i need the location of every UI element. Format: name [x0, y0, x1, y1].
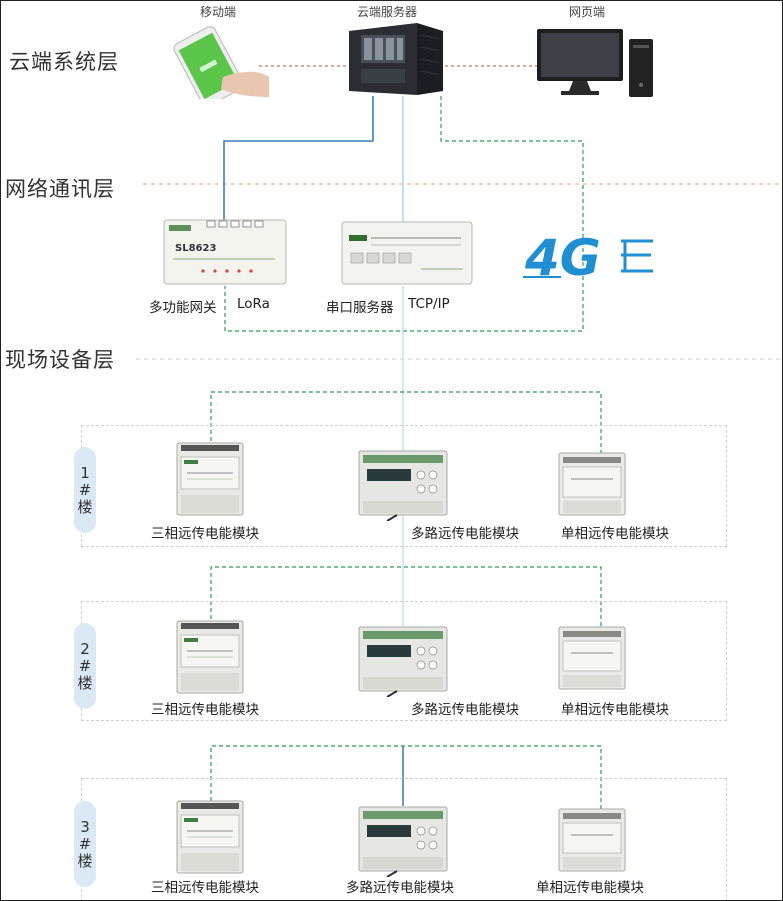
device-label-three-phase: 三相远传电能模块 — [151, 526, 259, 542]
gateway-protocol-label: LoRa — [237, 296, 270, 312]
serial-server-label: 串口服务器 — [326, 300, 394, 316]
web-label: 网页端 — [569, 5, 606, 19]
device-label-multi-circuit: 多路远传电能模块 — [346, 880, 454, 896]
floor-hash: # — [78, 834, 92, 853]
server-icon — [349, 23, 443, 95]
multi-circuit-module-icon — [358, 806, 448, 877]
single-phase-module-icon — [558, 626, 626, 690]
smartphone-icon — [173, 26, 269, 99]
server-label: 云端服务器 — [357, 5, 418, 19]
4g-icon: 4G — [523, 229, 653, 285]
layer-title-cloud: 云端系统层 — [9, 50, 119, 74]
mobile-label: 移动端 — [200, 5, 237, 19]
floor-number: 2 — [80, 639, 90, 658]
floor-number: 1 — [80, 463, 90, 482]
device-label-multi-circuit: 多路远传电能模块 — [411, 526, 519, 542]
server-4g-link — [224, 96, 584, 332]
device-label-single-phase: 单相远传电能模块 — [561, 702, 669, 718]
device-label-three-phase: 三相远传电能模块 — [151, 702, 259, 718]
three-phase-module-icon — [176, 620, 244, 694]
floor-badge-1: 1 # 楼 — [74, 447, 96, 533]
floor-unit: 楼 — [77, 497, 93, 516]
three-phase-module-icon — [176, 800, 244, 874]
floor-hash: # — [78, 480, 92, 499]
server-gateway-link — [223, 96, 374, 223]
three-phase-module-icon — [176, 442, 244, 516]
serial-server-device-icon — [341, 221, 473, 285]
4g-text: 4G — [524, 229, 601, 285]
device-label-multi-circuit: 多路远传电能模块 — [411, 702, 519, 718]
floor1-bus — [210, 391, 602, 453]
floor-unit: 楼 — [77, 851, 93, 870]
floor-number: 3 — [80, 817, 90, 836]
desktop-computer-icon — [537, 29, 653, 97]
floor-badge-2: 2 # 楼 — [74, 623, 96, 709]
floor2-bus — [210, 566, 602, 629]
layer-title-network: 网络通讯层 — [5, 177, 115, 201]
floor-badge-3: 3 # 楼 — [74, 801, 96, 887]
layer-title-field: 现场设备层 — [5, 348, 115, 372]
gateway-device-icon: SL8623 — [163, 219, 287, 285]
single-phase-module-icon — [558, 808, 626, 872]
floor-hash: # — [78, 656, 92, 675]
serial-protocol-label: TCP/IP — [408, 296, 450, 312]
floor-unit: 楼 — [77, 673, 93, 692]
single-phase-module-icon — [558, 452, 626, 516]
multi-circuit-module-icon — [358, 450, 448, 521]
gateway-label: 多功能网关 — [149, 300, 217, 316]
svg-text:SL8623: SL8623 — [175, 243, 216, 254]
device-label-single-phase: 单相远传电能模块 — [536, 880, 644, 896]
device-label-single-phase: 单相远传电能模块 — [561, 526, 669, 542]
multi-circuit-module-icon — [358, 626, 448, 697]
device-label-three-phase: 三相远传电能模块 — [151, 880, 259, 896]
